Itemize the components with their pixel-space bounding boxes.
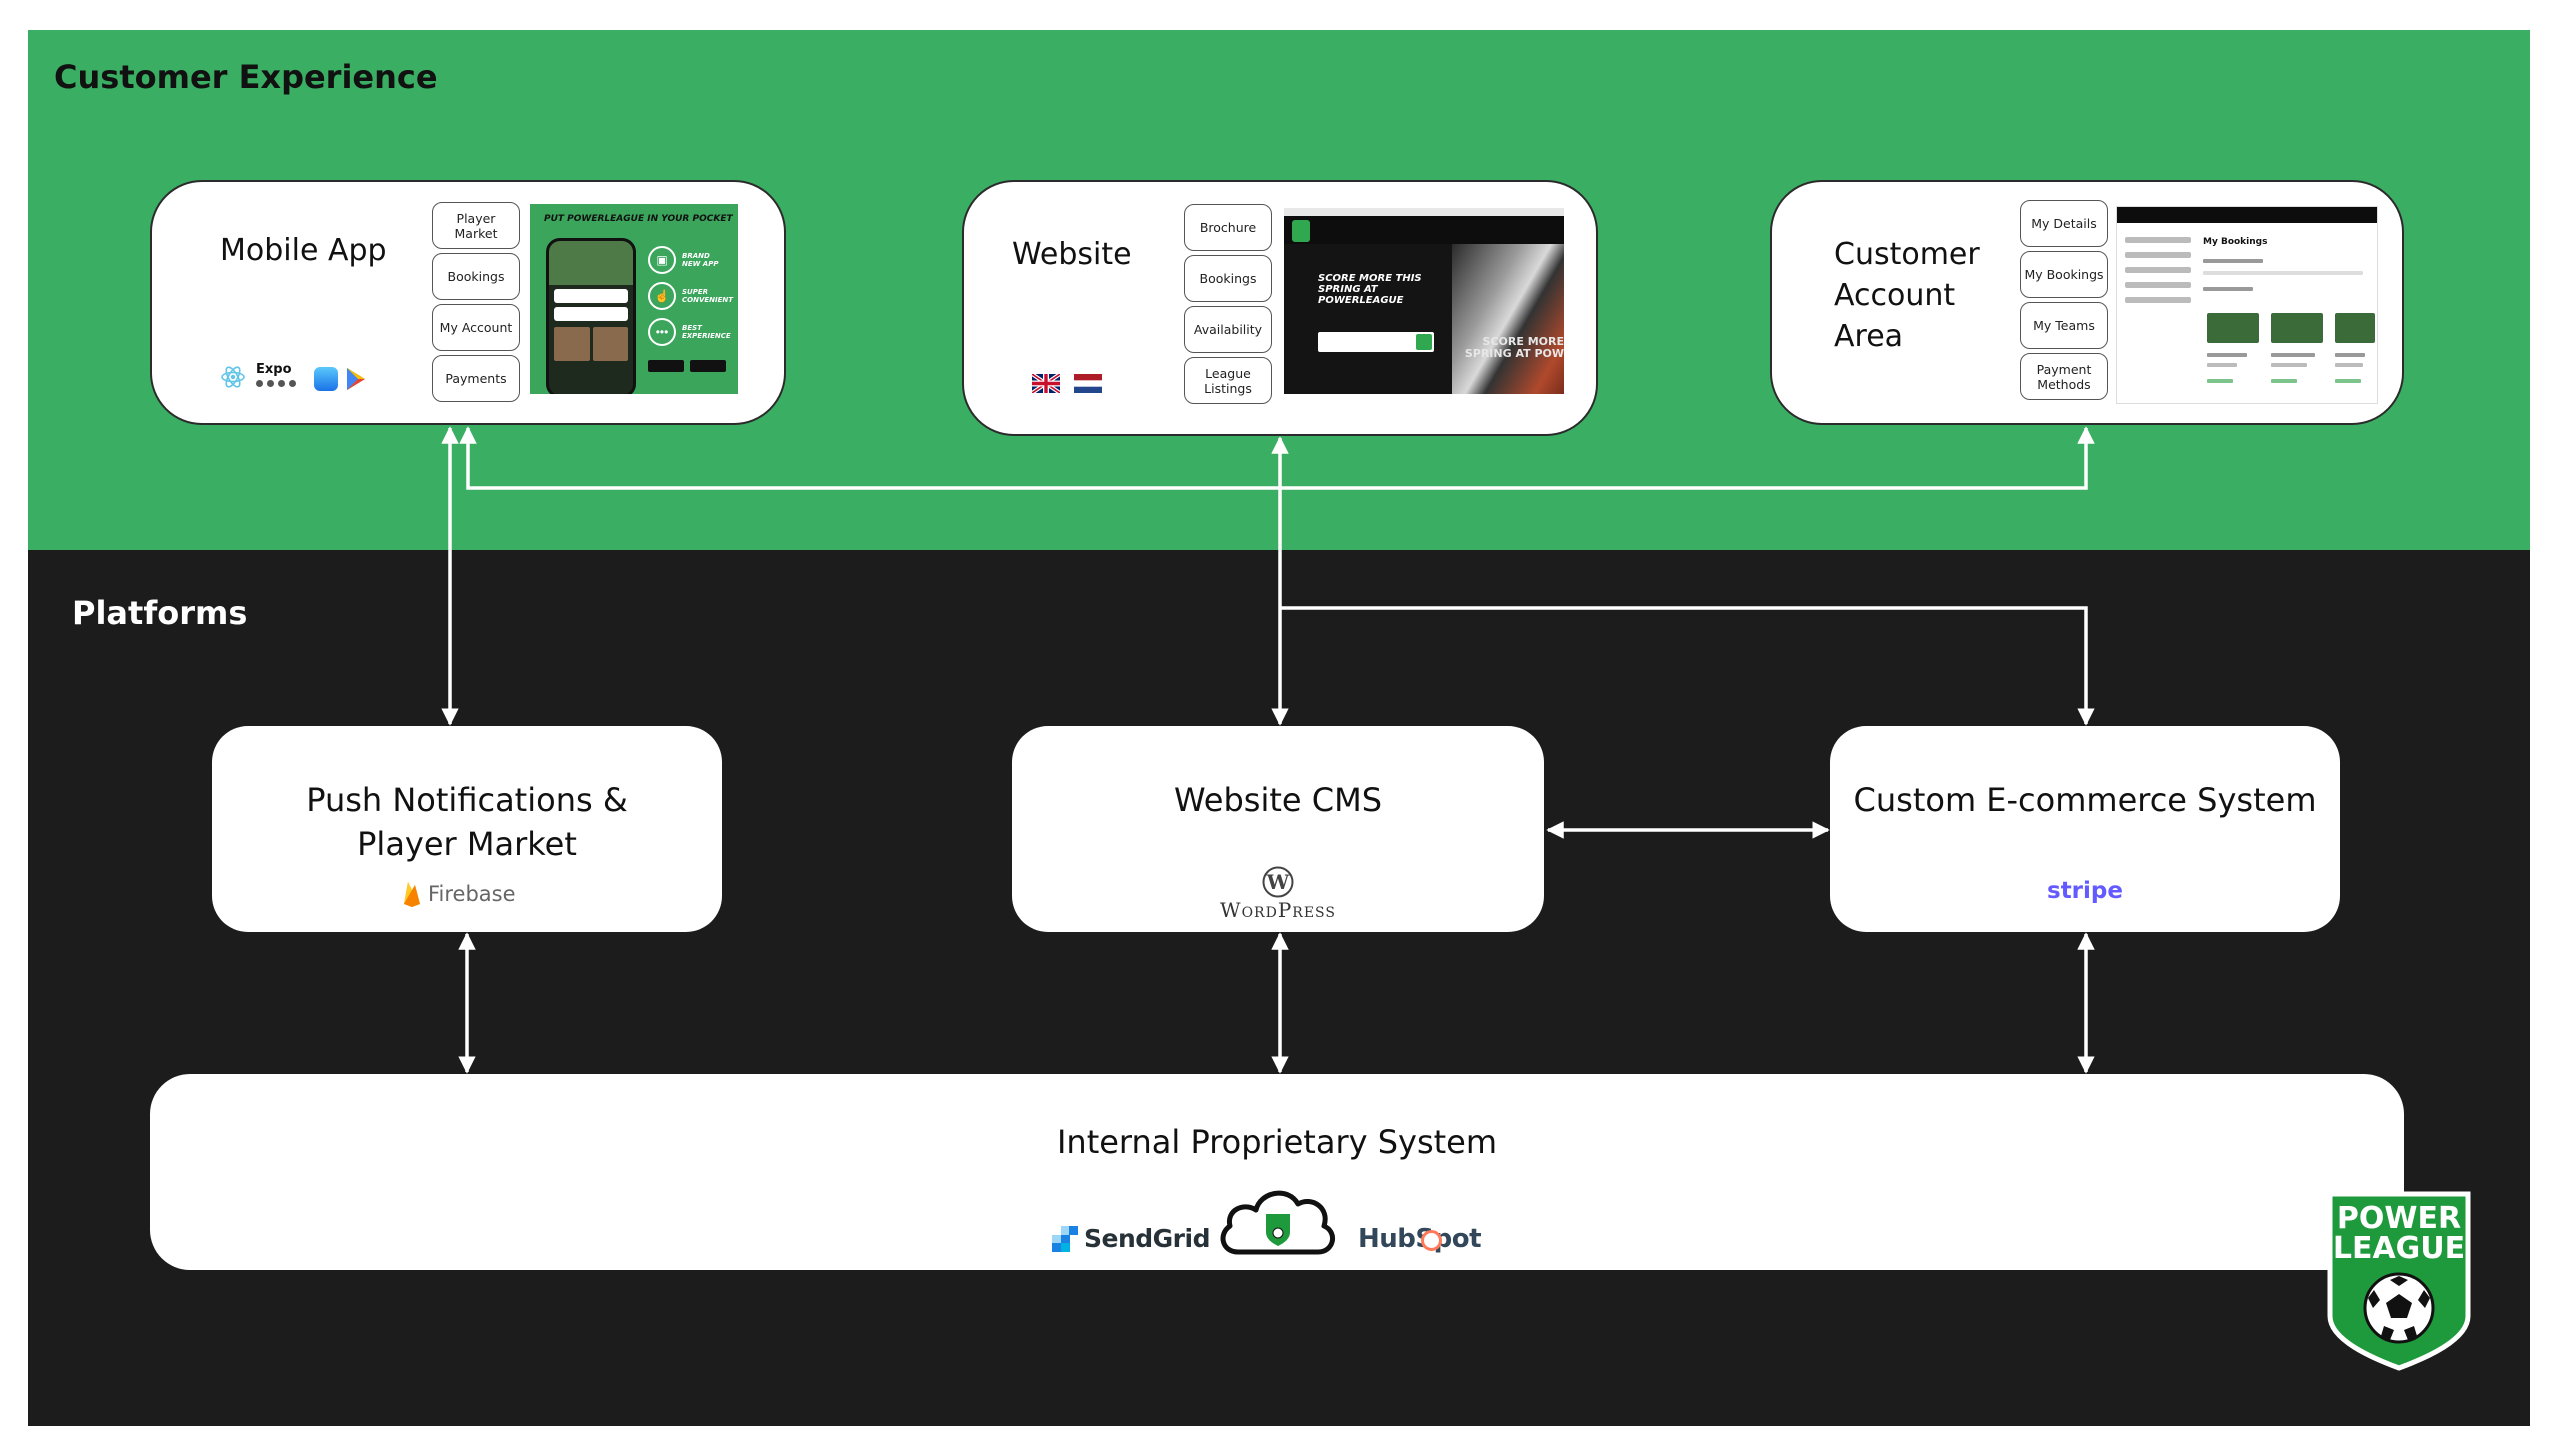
customer-account-title: Customer Account Area [1834,237,1980,354]
promo-heading: PUT POWERLEAGUE IN YOUR POCKET [544,214,733,224]
customer-account-screenshot: My Bookings [2116,206,2378,404]
google-play-icon [347,368,365,390]
platforms-heading: Platforms [72,594,248,632]
website-hero-text: SCORE MORE THIS SPRING AT POWERLEAGUE [1318,273,1422,306]
tab-my-account[interactable]: My Account [432,304,520,351]
booking-thumbnail [2335,313,2375,343]
internal-system-box: Internal Proprietary System SendGrid Hub… [150,1074,2404,1270]
firebase-label: Firebase [428,882,516,906]
booking-thumbnail [2271,313,2323,343]
promo-feature: ☝SUPER CONVENIENT [648,282,733,310]
sendgrid-label: SendGrid [1084,1224,1210,1253]
website-tabs: Brochure Bookings Availability League Li… [1184,204,1272,408]
stripe-logo: stripe [2047,878,2123,904]
app-store-icon [314,367,338,391]
expo-label: Expo [256,362,292,377]
promo-feature: ▣BRAND NEW APP [648,246,722,274]
website-title: Website [1012,237,1132,272]
tab-player-market[interactable]: Player Market [432,202,520,249]
tab-bookings[interactable]: Bookings [432,253,520,300]
tab-bookings[interactable]: Bookings [1184,255,1272,302]
hubspot-logo: HubSpot [1358,1224,1482,1254]
uk-flag-icon [1032,374,1060,393]
ecommerce-box: Custom E-commerce System stripe [1830,726,2340,932]
website-search-button [1416,334,1432,350]
tab-my-bookings[interactable]: My Bookings [2020,251,2108,298]
website-card: Website Brochure Bookings Availability L… [962,180,1598,436]
netherlands-flag-icon [1074,374,1102,393]
cloud-icon [1220,1190,1335,1255]
website-overlay-text: SCORE MORE SPRING AT POW [1464,335,1564,360]
crest-icon [1292,220,1310,242]
website-search-bar [1318,332,1434,352]
sendgrid-icon [1052,1225,1078,1252]
promo-feature: •••BEST EXPERIENCE [648,318,731,346]
expo-sub-icons [256,380,296,387]
account-screen-heading: My Bookings [2203,237,2268,247]
hubspot-sprocket-icon [1421,1230,1442,1251]
expo-icon: Expo [256,362,292,377]
tab-my-details[interactable]: My Details [2020,200,2108,247]
firebase-logo: Firebase [402,880,516,908]
store-badge [690,360,726,372]
tab-league-listings[interactable]: League Listings [1184,357,1272,404]
mobile-app-title: Mobile App [220,233,387,268]
tab-availability[interactable]: Availability [1184,306,1272,353]
tab-payment-methods[interactable]: Payment Methods [2020,353,2108,400]
push-notifications-box: Push Notifications & Player Market Fireb… [212,726,722,932]
mobile-app-tabs: Player Market Bookings My Account Paymen… [432,202,520,406]
website-cms-title: Website CMS [1174,781,1382,819]
svg-text:W: W [1266,870,1290,894]
website-screenshot: SCORE MORE THIS SPRING AT POWERLEAGUE SC… [1284,208,1564,394]
website-cms-box: Website CMS W WordPress [1012,726,1544,932]
mobile-app-card: Mobile App Expo Player Market Bookings M… [150,180,786,425]
mobile-app-promo-screenshot: PUT POWERLEAGUE IN YOUR POCKET ▣BRAND NE… [530,204,738,394]
football-icon [2363,1272,2435,1344]
power-league-logo: POWER LEAGUE [2327,1191,2471,1371]
push-notifications-title: Push Notifications & Player Market [306,781,628,863]
firebase-flame-icon [404,882,420,907]
react-icon [221,366,245,388]
customer-account-card: Customer Account Area My Details My Book… [1770,180,2404,425]
tab-payments[interactable]: Payments [432,355,520,402]
ecommerce-title: Custom E-commerce System [1853,781,2317,819]
customer-account-tabs: My Details My Bookings My Teams Payment … [2020,200,2108,404]
tab-my-teams[interactable]: My Teams [2020,302,2108,349]
brand-line-1: POWER [2337,1201,2461,1236]
booking-thumbnail [2207,313,2259,343]
brand-line-2: LEAGUE [2333,1231,2465,1266]
tab-brochure[interactable]: Brochure [1184,204,1272,251]
wordpress-icon: W [1262,866,1294,898]
store-badge [648,360,684,372]
phone-mockup [546,238,636,394]
customer-experience-heading: Customer Experience [54,58,438,96]
sendgrid-logo: SendGrid [1052,1224,1210,1253]
wordpress-logo: WordPress [1220,898,1336,922]
internal-system-title: Internal Proprietary System [1056,1123,1498,1161]
